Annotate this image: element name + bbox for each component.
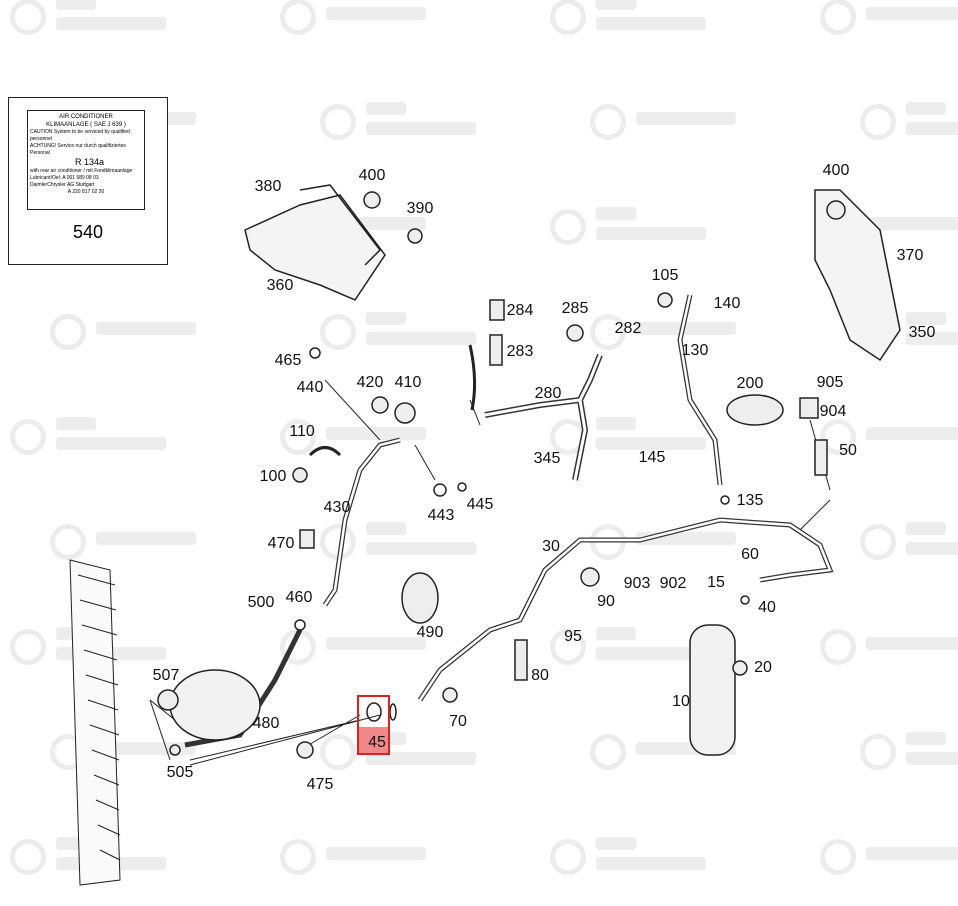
part-label-475[interactable]: 475 (306, 776, 334, 793)
part-490 (401, 572, 439, 624)
bracket-370 (814, 189, 901, 362)
part-label-400[interactable]: 400 (822, 162, 850, 179)
part-200 (726, 394, 784, 426)
part-label-903[interactable]: 903 (623, 575, 651, 592)
part-label-902[interactable]: 902 (659, 575, 687, 592)
part-label-507[interactable]: 507 (152, 667, 180, 684)
decal-row: Lubricant/Oel: A 001 989 08 03 (30, 175, 99, 181)
part-label-440[interactable]: 440 (296, 379, 324, 396)
seal-45 (366, 702, 382, 722)
part-label-45[interactable]: 45 (368, 734, 386, 751)
part-label-380[interactable]: 380 (254, 178, 282, 195)
decal-row: CAUTION System to be serviced by qualifi… (30, 129, 130, 142)
part-label-100[interactable]: 100 (259, 468, 287, 485)
part-label-110[interactable]: 110 (289, 423, 315, 440)
part-label-282[interactable]: 282 (614, 320, 642, 337)
part-label-70[interactable]: 70 (449, 713, 467, 730)
part-label-460[interactable]: 460 (285, 589, 313, 606)
part-label-505[interactable]: 505 (166, 764, 194, 781)
part-label-905[interactable]: 905 (816, 374, 844, 391)
decal-title-1: AIR CONDITIONER (59, 114, 113, 120)
part-label-345[interactable]: 345 (533, 450, 561, 467)
refrigerant-decal-540: AIR CONDITIONER KLIMAANLAGE ( SAE J 639 … (8, 97, 168, 265)
part-label-480[interactable]: 480 (252, 715, 280, 732)
part-label-60[interactable]: 60 (741, 546, 759, 563)
condenser (69, 559, 121, 886)
part-label-280[interactable]: 280 (534, 385, 562, 402)
part-label-443[interactable]: 443 (427, 507, 455, 524)
part-label-140[interactable]: 140 (713, 295, 741, 312)
part-label-390[interactable]: 390 (406, 200, 434, 217)
part-label-30[interactable]: 30 (542, 538, 560, 555)
decal-title-2: KLIMAANLAGE ( SAE J 639 ) (46, 122, 126, 128)
decal-number: 540 (72, 222, 104, 242)
part-label-285[interactable]: 285 (561, 300, 589, 317)
highlight-fill (359, 727, 388, 753)
hose-130 (677, 294, 723, 486)
part-label-420[interactable]: 420 (356, 374, 384, 391)
part-label-500[interactable]: 500 (247, 594, 275, 611)
decal-row: ACHTUNG! Service nur durch qualifizierte… (30, 143, 126, 156)
highlight-box-45[interactable] (357, 695, 390, 755)
part-label-410[interactable]: 410 (394, 374, 422, 391)
part-label-283[interactable]: 283 (506, 343, 534, 360)
part-label-904[interactable]: 904 (819, 403, 847, 420)
part-label-15[interactable]: 15 (707, 574, 725, 591)
part-label-470[interactable]: 470 (267, 535, 295, 552)
decal-row: DaimlerChrysler AG Stuttgart (30, 182, 95, 188)
part-label-105[interactable]: 105 (651, 267, 679, 284)
bracket-360 (244, 194, 386, 301)
part-label-370[interactable]: 370 (896, 247, 924, 264)
compressor (169, 669, 261, 741)
part-label-40[interactable]: 40 (758, 599, 776, 616)
part-label-200[interactable]: 200 (736, 375, 764, 392)
decal-row: R 134a (75, 157, 105, 167)
part-label-130[interactable]: 130 (681, 342, 709, 359)
decal-row: with rear air conditioner / mit Fondklim… (30, 168, 133, 174)
receiver-drier-10 (689, 624, 736, 756)
part-label-145[interactable]: 145 (638, 449, 666, 466)
part-label-430[interactable]: 430 (323, 499, 351, 516)
part-label-465[interactable]: 465 (274, 352, 302, 369)
decal-row: A 220 817 02 20 (67, 189, 105, 195)
part-label-284[interactable]: 284 (506, 302, 534, 319)
part-label-50[interactable]: 50 (839, 442, 857, 459)
part-label-135[interactable]: 135 (736, 492, 764, 509)
part-label-10[interactable]: 10 (672, 693, 690, 710)
part-label-445[interactable]: 445 (466, 496, 494, 513)
part-label-90[interactable]: 90 (597, 593, 615, 610)
part-label-95[interactable]: 95 (564, 628, 582, 645)
part-label-400[interactable]: 400 (358, 167, 386, 184)
part-label-490[interactable]: 490 (416, 624, 444, 641)
part-label-20[interactable]: 20 (754, 659, 772, 676)
part-label-80[interactable]: 80 (531, 667, 549, 684)
part-label-360[interactable]: 360 (266, 277, 294, 294)
part-label-350[interactable]: 350 (908, 324, 936, 341)
